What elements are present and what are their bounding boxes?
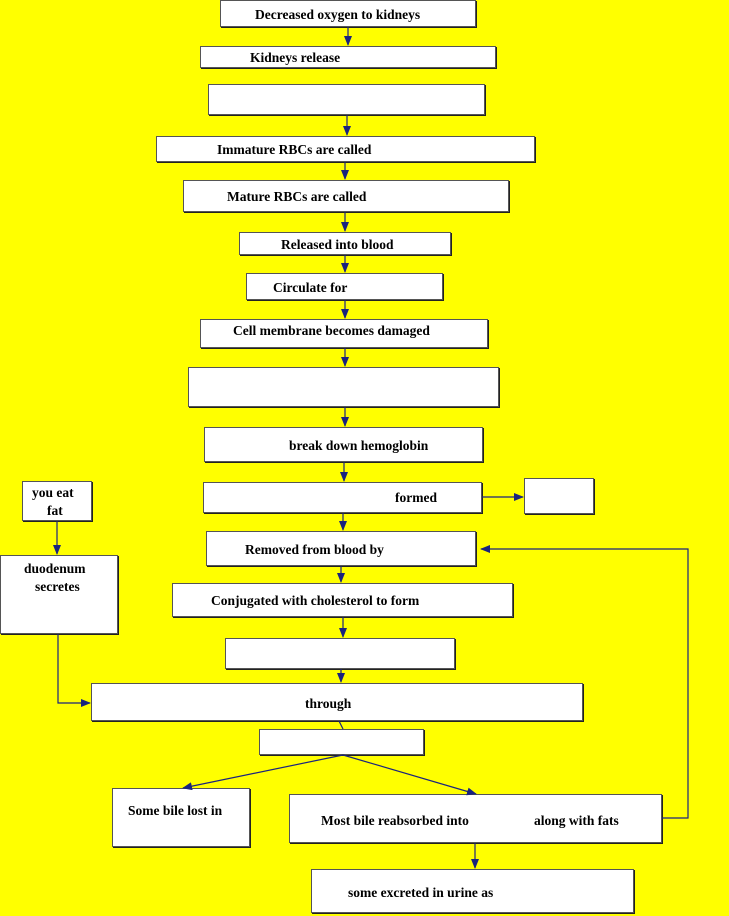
blank-box-4	[259, 729, 424, 755]
break-down-box	[204, 427, 483, 462]
duodenum-line2-label: secretes	[35, 579, 80, 594]
line-through-to-blank	[338, 720, 344, 730]
immature-rbcs-box	[156, 136, 535, 162]
cell-membrane-box	[200, 319, 488, 348]
through-label: through	[305, 696, 352, 711]
duodenum-box	[0, 555, 118, 634]
kidneys-release-label: Kidneys release	[250, 50, 341, 65]
most-bile-left-label: Most bile reabsorbed into	[321, 813, 469, 828]
through-box	[91, 683, 583, 721]
circulate-for-label: Circulate for	[273, 280, 348, 295]
blank-box-1	[208, 84, 485, 115]
arrow-recirculation	[480, 545, 689, 819]
excreted-urine-label: some excreted in urine as	[348, 885, 494, 900]
bile-lost-box	[112, 788, 250, 847]
formed-label: formed	[395, 490, 437, 505]
you-eat-line1-label: you eat	[32, 485, 74, 500]
kidneys-release-box	[200, 46, 496, 68]
arrow-to-most-bile	[342, 754, 477, 796]
circulate-for-box	[246, 273, 443, 300]
mature-rbcs-label: Mature RBCs are called	[227, 189, 367, 204]
decreased-oxygen-label: Decreased oxygen to kidneys	[255, 7, 421, 22]
you-eat-line2-label: fat	[47, 503, 63, 518]
conjugated-label: Conjugated with cholesterol to form	[211, 593, 420, 608]
released-into-blood-label: Released into blood	[281, 237, 394, 252]
arrow-duodenum-to-through	[57, 634, 91, 707]
blank-box-2	[188, 367, 499, 407]
conjugated-box	[172, 583, 513, 617]
bile-lost-label: Some bile lost in	[128, 803, 223, 818]
most-bile-right-label: along with fats	[534, 813, 619, 828]
cell-membrane-label: Cell membrane becomes damaged	[233, 323, 430, 338]
most-bile-box	[289, 794, 662, 843]
immature-rbcs-label: Immature RBCs are called	[217, 142, 372, 157]
blank-box-3	[225, 638, 455, 669]
you-eat-fat-box	[22, 481, 92, 521]
formed-side-blank-box	[524, 478, 594, 514]
mature-rbcs-box	[183, 180, 509, 212]
decreased-oxygen-box	[220, 0, 476, 27]
released-into-blood-box	[239, 232, 451, 255]
formed-box	[203, 482, 482, 513]
excreted-urine-box	[311, 869, 634, 913]
break-down-label: break down hemoglobin	[289, 438, 429, 453]
arrow-to-bile-lost	[182, 754, 344, 791]
removed-from-blood-label: Removed from blood by	[245, 542, 384, 557]
removed-from-blood-box	[206, 531, 476, 566]
duodenum-line1-label: duodenum	[24, 561, 86, 576]
